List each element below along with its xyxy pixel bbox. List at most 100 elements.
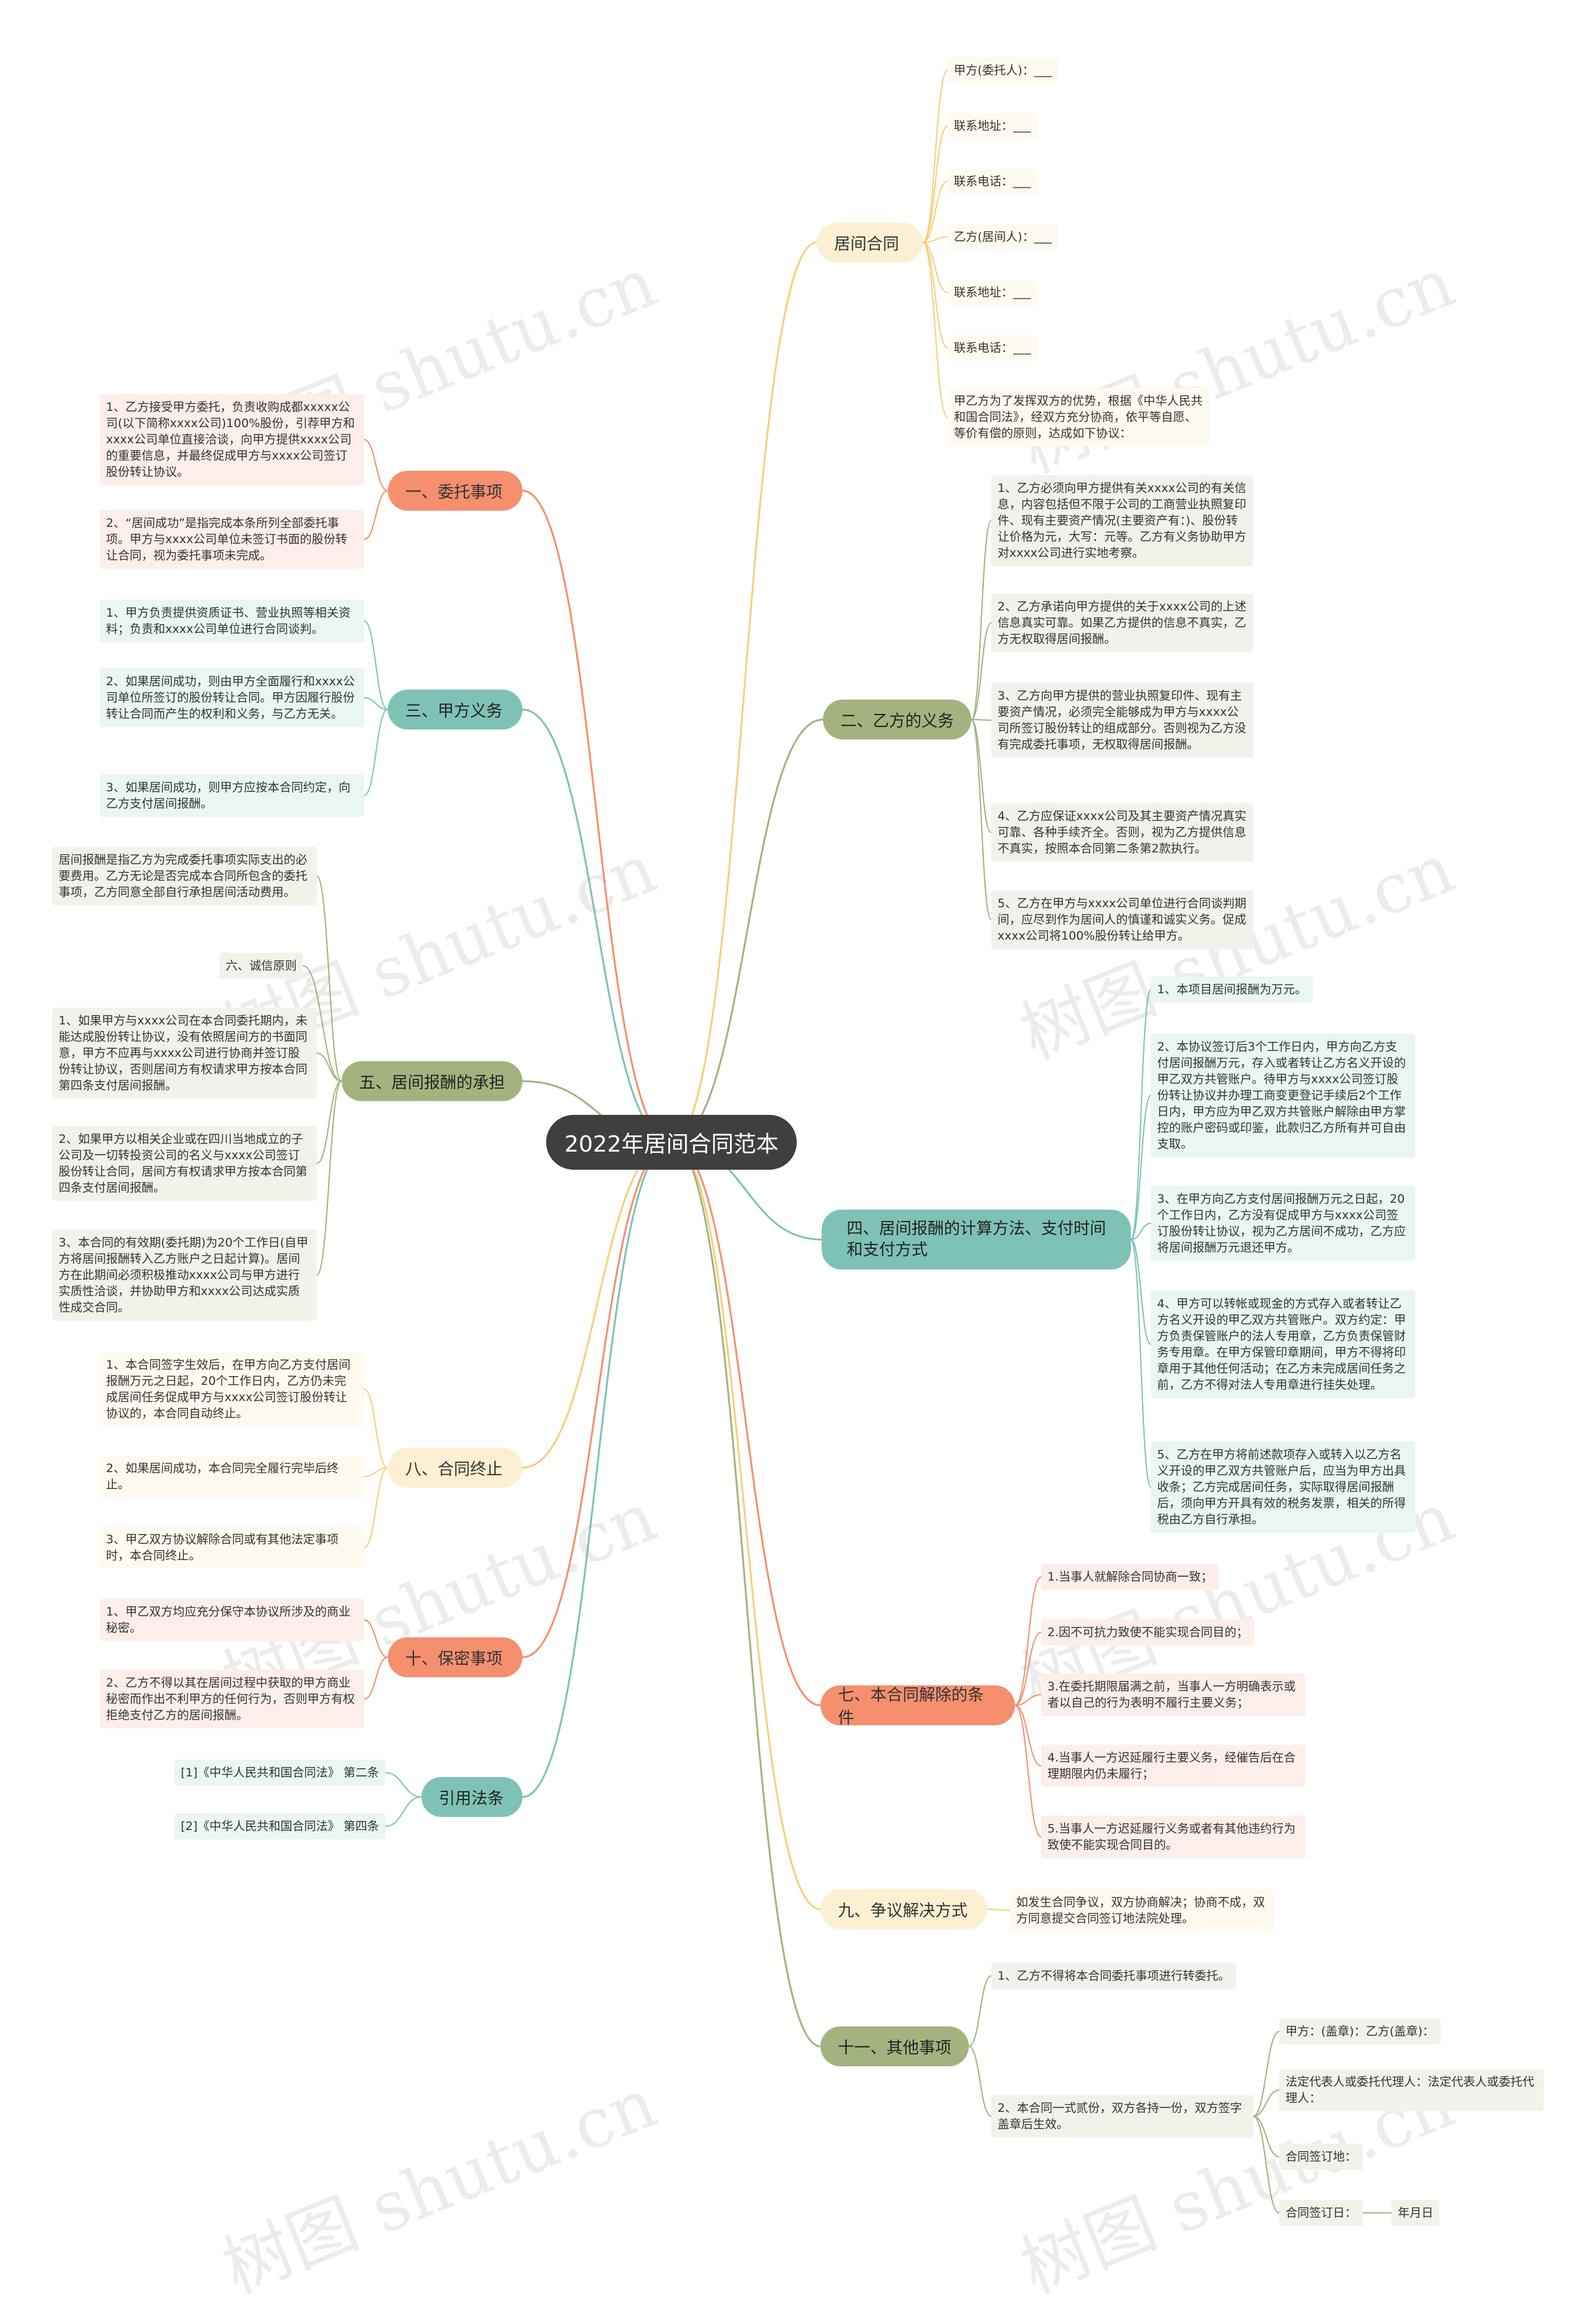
branch-yifang[interactable]: 二、乙方的义务 <box>823 700 971 739</box>
leaf-qita-sub-1[interactable]: 甲方：(盖章)：乙方(盖章)： <box>1279 2018 1441 2045</box>
connector <box>363 439 388 491</box>
leaf-yifang-4[interactable]: 4、乙方应保证xxxx公司及其主要资产情况真实可靠、各种手续齐全。否则，视为乙方… <box>991 803 1253 862</box>
branch-qita[interactable]: 十一、其他事项 <box>820 2026 969 2066</box>
connector <box>671 1141 821 1707</box>
connector <box>922 242 948 418</box>
connector <box>363 1389 388 1468</box>
connector <box>922 242 948 349</box>
leaf-baomi-1[interactable]: 1、甲乙双方均应充分保守本协议所涉及的商业秘密。 <box>100 1599 364 1641</box>
leaf-intro-6[interactable]: 联系电话：___ <box>948 335 1037 361</box>
leaf-qita-sub-3[interactable]: 合同签订地： <box>1279 2144 1363 2170</box>
leaf-zhengyi-1[interactable]: 如发生合同争议，双方协商解决；协商不成，双方同意提交合同签订地法院处理。 <box>1010 1889 1274 1932</box>
connector <box>968 1975 992 2047</box>
connector <box>302 965 342 1082</box>
leaf-calc-1[interactable]: 1、本项目居间报酬为万元。 <box>1151 976 1314 1003</box>
leaf-jiechu-4[interactable]: 4.当事人一方迟延履行主要义务，经催告后在合理期限内仍未履行； <box>1041 1745 1305 1787</box>
leaf-jiafang-2[interactable]: 2、如果居间成功，则由甲方全面履行和xxxx公司单位所签订的股份转让合同。甲方因… <box>100 668 364 727</box>
leaf-jiechu-2[interactable]: 2.因不可抗力致使不能实现合同目的； <box>1041 1619 1255 1645</box>
branch-calc[interactable]: 四、居间报酬的计算方法、支付时间和支付方式 <box>822 1210 1131 1269</box>
branch-intro[interactable]: 居间合同 <box>817 223 923 263</box>
connector <box>671 718 824 1144</box>
connector <box>971 719 992 833</box>
connector <box>316 875 342 1082</box>
leaf-yifang-5[interactable]: 5、乙方在甲方与xxxx公司单位进行合同谈判期间，应尽到作为居间人的慎谨和诚实义… <box>991 890 1253 949</box>
connector <box>1252 2116 1280 2157</box>
leaf-qita-1[interactable]: 1、乙方不得将本合同委托事项进行转委托。 <box>991 1963 1237 1989</box>
leaf-jiechu-1[interactable]: 1.当事人就解除合同协商一致； <box>1041 1564 1219 1590</box>
leaf-jiechu-3[interactable]: 3.在委托期限届满之前，当事人一方明确表示或者以自己的行为表明不履行主要义务； <box>1041 1674 1305 1716</box>
leaf-chengdan-5[interactable]: 3、本合同的有效期(委托期)为20个工作日(自甲方将居间报酬转入乙方账户之日起计… <box>52 1230 317 1321</box>
leaf-yifang-1[interactable]: 1、乙方必须向甲方提供有关xxxx公司的有关信息，内容包括但不限于公司的工商营业… <box>991 475 1253 566</box>
leaf-weituo-2[interactable]: 2、“居间成功”是指完成本条所列全部委托事项。甲方与xxxx公司单位未签订书面的… <box>100 510 364 569</box>
leaf-calc-3[interactable]: 3、在甲方向乙方支付居间报酬万元之日起，20个工作日内，乙方没有促成甲方与xxx… <box>1151 1186 1415 1261</box>
root-topic[interactable]: 2022年居间合同范本 <box>546 1115 797 1170</box>
connector <box>385 1772 422 1798</box>
leaf-baomi-2[interactable]: 2、乙方不得以其在居间过程中获取的甲方商业秘密而作出不利甲方的任何行为，否则甲方… <box>100 1670 364 1728</box>
leaf-chengdan-2[interactable]: 六、诚信原则 <box>219 953 304 979</box>
leaf-intro-5[interactable]: 联系地址：___ <box>948 279 1037 306</box>
leaf-jiechu-5[interactable]: 5.当事人一方迟延履行义务或者有其他违约行为致使不能实现合同目的。 <box>1041 1816 1305 1858</box>
connector <box>522 489 672 1144</box>
leaf-chengdan-1[interactable]: 居间报酬是指乙方为完成委托事项实际支出的必要费用。乙方无论是否完成本合同所包含的… <box>52 847 317 905</box>
leaf-qita-2[interactable]: 2、本合同一式贰份，双方各持一份，双方签字盖章后生效。 <box>991 2095 1253 2137</box>
connector <box>1014 1632 1042 1706</box>
connector <box>363 1657 388 1700</box>
branch-fagui[interactable]: 引用法条 <box>421 1777 522 1817</box>
connector <box>363 697 388 710</box>
leaf-jiafang-1[interactable]: 1、甲方负责提供资质证书、营业执照等相关资料；负责和xxxx公司单位进行合同谈判… <box>100 600 364 642</box>
branch-weituo[interactable]: 一、委托事项 <box>388 471 522 511</box>
leaf-calc-2[interactable]: 2、本协议签订后3个工作日内，甲方向乙方支付居间报酬万元，存入或者转让乙方名义开… <box>1151 1034 1415 1157</box>
leaf-chengdan-4[interactable]: 2、如果甲方以相关企业或在四川当地成立的子公司及一切转投资公司的名义与xxxx公… <box>52 1126 317 1201</box>
leaf-zhongzhi-2[interactable]: 2、如果居间成功，本合同完全履行完毕后终止。 <box>100 1455 364 1498</box>
connector <box>971 622 992 720</box>
connector <box>316 1052 342 1082</box>
leaf-zhongzhi-3[interactable]: 3、甲乙双方协议解除合同或有其他法定事项时，本合同终止。 <box>100 1526 364 1569</box>
connector <box>363 1467 388 1548</box>
connector <box>316 1081 342 1164</box>
connector <box>1130 1223 1151 1240</box>
leaf-calc-5[interactable]: 5、乙方在甲方将前述款项存入或转入以乙方名义开设的甲乙双方共管账户后，应当为甲方… <box>1151 1442 1415 1533</box>
branch-jiafang[interactable]: 三、甲方义务 <box>388 690 522 730</box>
connector <box>385 1796 422 1827</box>
connector <box>1130 1095 1151 1240</box>
branch-chengdan[interactable]: 五、居间报酬的承担 <box>342 1061 522 1101</box>
leaf-intro-7[interactable]: 甲乙方为了发挥双方的优势，根据《中华人民共和国合同法》，经双方充分协商，依平等自… <box>948 388 1209 446</box>
connector <box>922 70 948 243</box>
branch-jiechu[interactable]: 七、本合同解除的条件 <box>820 1685 1015 1728</box>
connector <box>1014 1705 1042 1838</box>
leaf-intro-1[interactable]: 甲方(委托人)：___ <box>948 57 1059 84</box>
branch-zhongzhi[interactable]: 八、合同终止 <box>388 1448 522 1488</box>
leaf-yifang-3[interactable]: 3、乙方向甲方提供的营业执照复印件、现有主要资产情况，必须完全能够成为甲方与xx… <box>991 683 1253 758</box>
branch-baomi[interactable]: 十、保密事项 <box>388 1637 522 1677</box>
connector <box>671 1141 821 2048</box>
branch-zhengyi[interactable]: 九、争议解决方式 <box>820 1889 988 1929</box>
connector <box>363 1619 388 1658</box>
leaf-intro-3[interactable]: 联系电话：___ <box>948 168 1037 195</box>
leaf-zhongzhi-1[interactable]: 1、本合同签字生效后，在甲方向乙方支付居间报酬万元之日起，20个工作日内，乙方仍… <box>100 1352 364 1427</box>
connector <box>522 1141 672 1798</box>
leaf-fagui-2[interactable]: [2]《中华人民共和国合同法》 第四条 <box>175 1813 385 1839</box>
connector <box>971 520 992 720</box>
leaf-yifang-2[interactable]: 2、乙方承诺向甲方提供的关于xxxx公司的上述信息真实可靠。如果乙方提供的信息不… <box>991 594 1253 652</box>
connector <box>1130 989 1151 1240</box>
leaf-qita-sub-2[interactable]: 法定代表人或委托代理人：法定代表人或委托代理人： <box>1279 2069 1544 2111</box>
leaf-fagui-1[interactable]: [1]《中华人民共和国合同法》 第二条 <box>175 1760 385 1786</box>
leaf-intro-2[interactable]: 联系地址：___ <box>948 113 1037 139</box>
leaf-intro-4[interactable]: 乙方(居间人)：___ <box>948 224 1059 250</box>
leaf-jiafang-3[interactable]: 3、如果居间成功，则甲方应按本合同约定，向乙方支付居间报酬。 <box>100 774 364 817</box>
leaf-qita-sub-4[interactable]: 合同签订日： <box>1279 2200 1363 2226</box>
connector <box>922 125 948 243</box>
connector <box>922 242 948 293</box>
leaf-weituo-1[interactable]: 1、乙方接受甲方委托，负责收购成都xxxxx公司(以下简称xxxx公司)100%… <box>100 394 364 485</box>
leaf-qita-date[interactable]: 年月日 <box>1392 2200 1440 2226</box>
leaf-chengdan-3[interactable]: 1、如果甲方与xxxx公司在本合同委托期内，未能达成股份转让协议，没有依照居间方… <box>52 1008 317 1099</box>
connector <box>522 1141 672 1469</box>
connector <box>1014 1705 1042 1766</box>
connector <box>1252 2089 1280 2117</box>
leaf-calc-4[interactable]: 4、甲方可以转帐或现金的方式存入或者转让乙方名义开设的甲乙双方共管账户。双方约定… <box>1151 1291 1415 1398</box>
connector <box>1252 2031 1280 2117</box>
connector <box>968 2046 992 2117</box>
connector <box>1252 2116 1280 2213</box>
connector <box>1130 1239 1151 1488</box>
